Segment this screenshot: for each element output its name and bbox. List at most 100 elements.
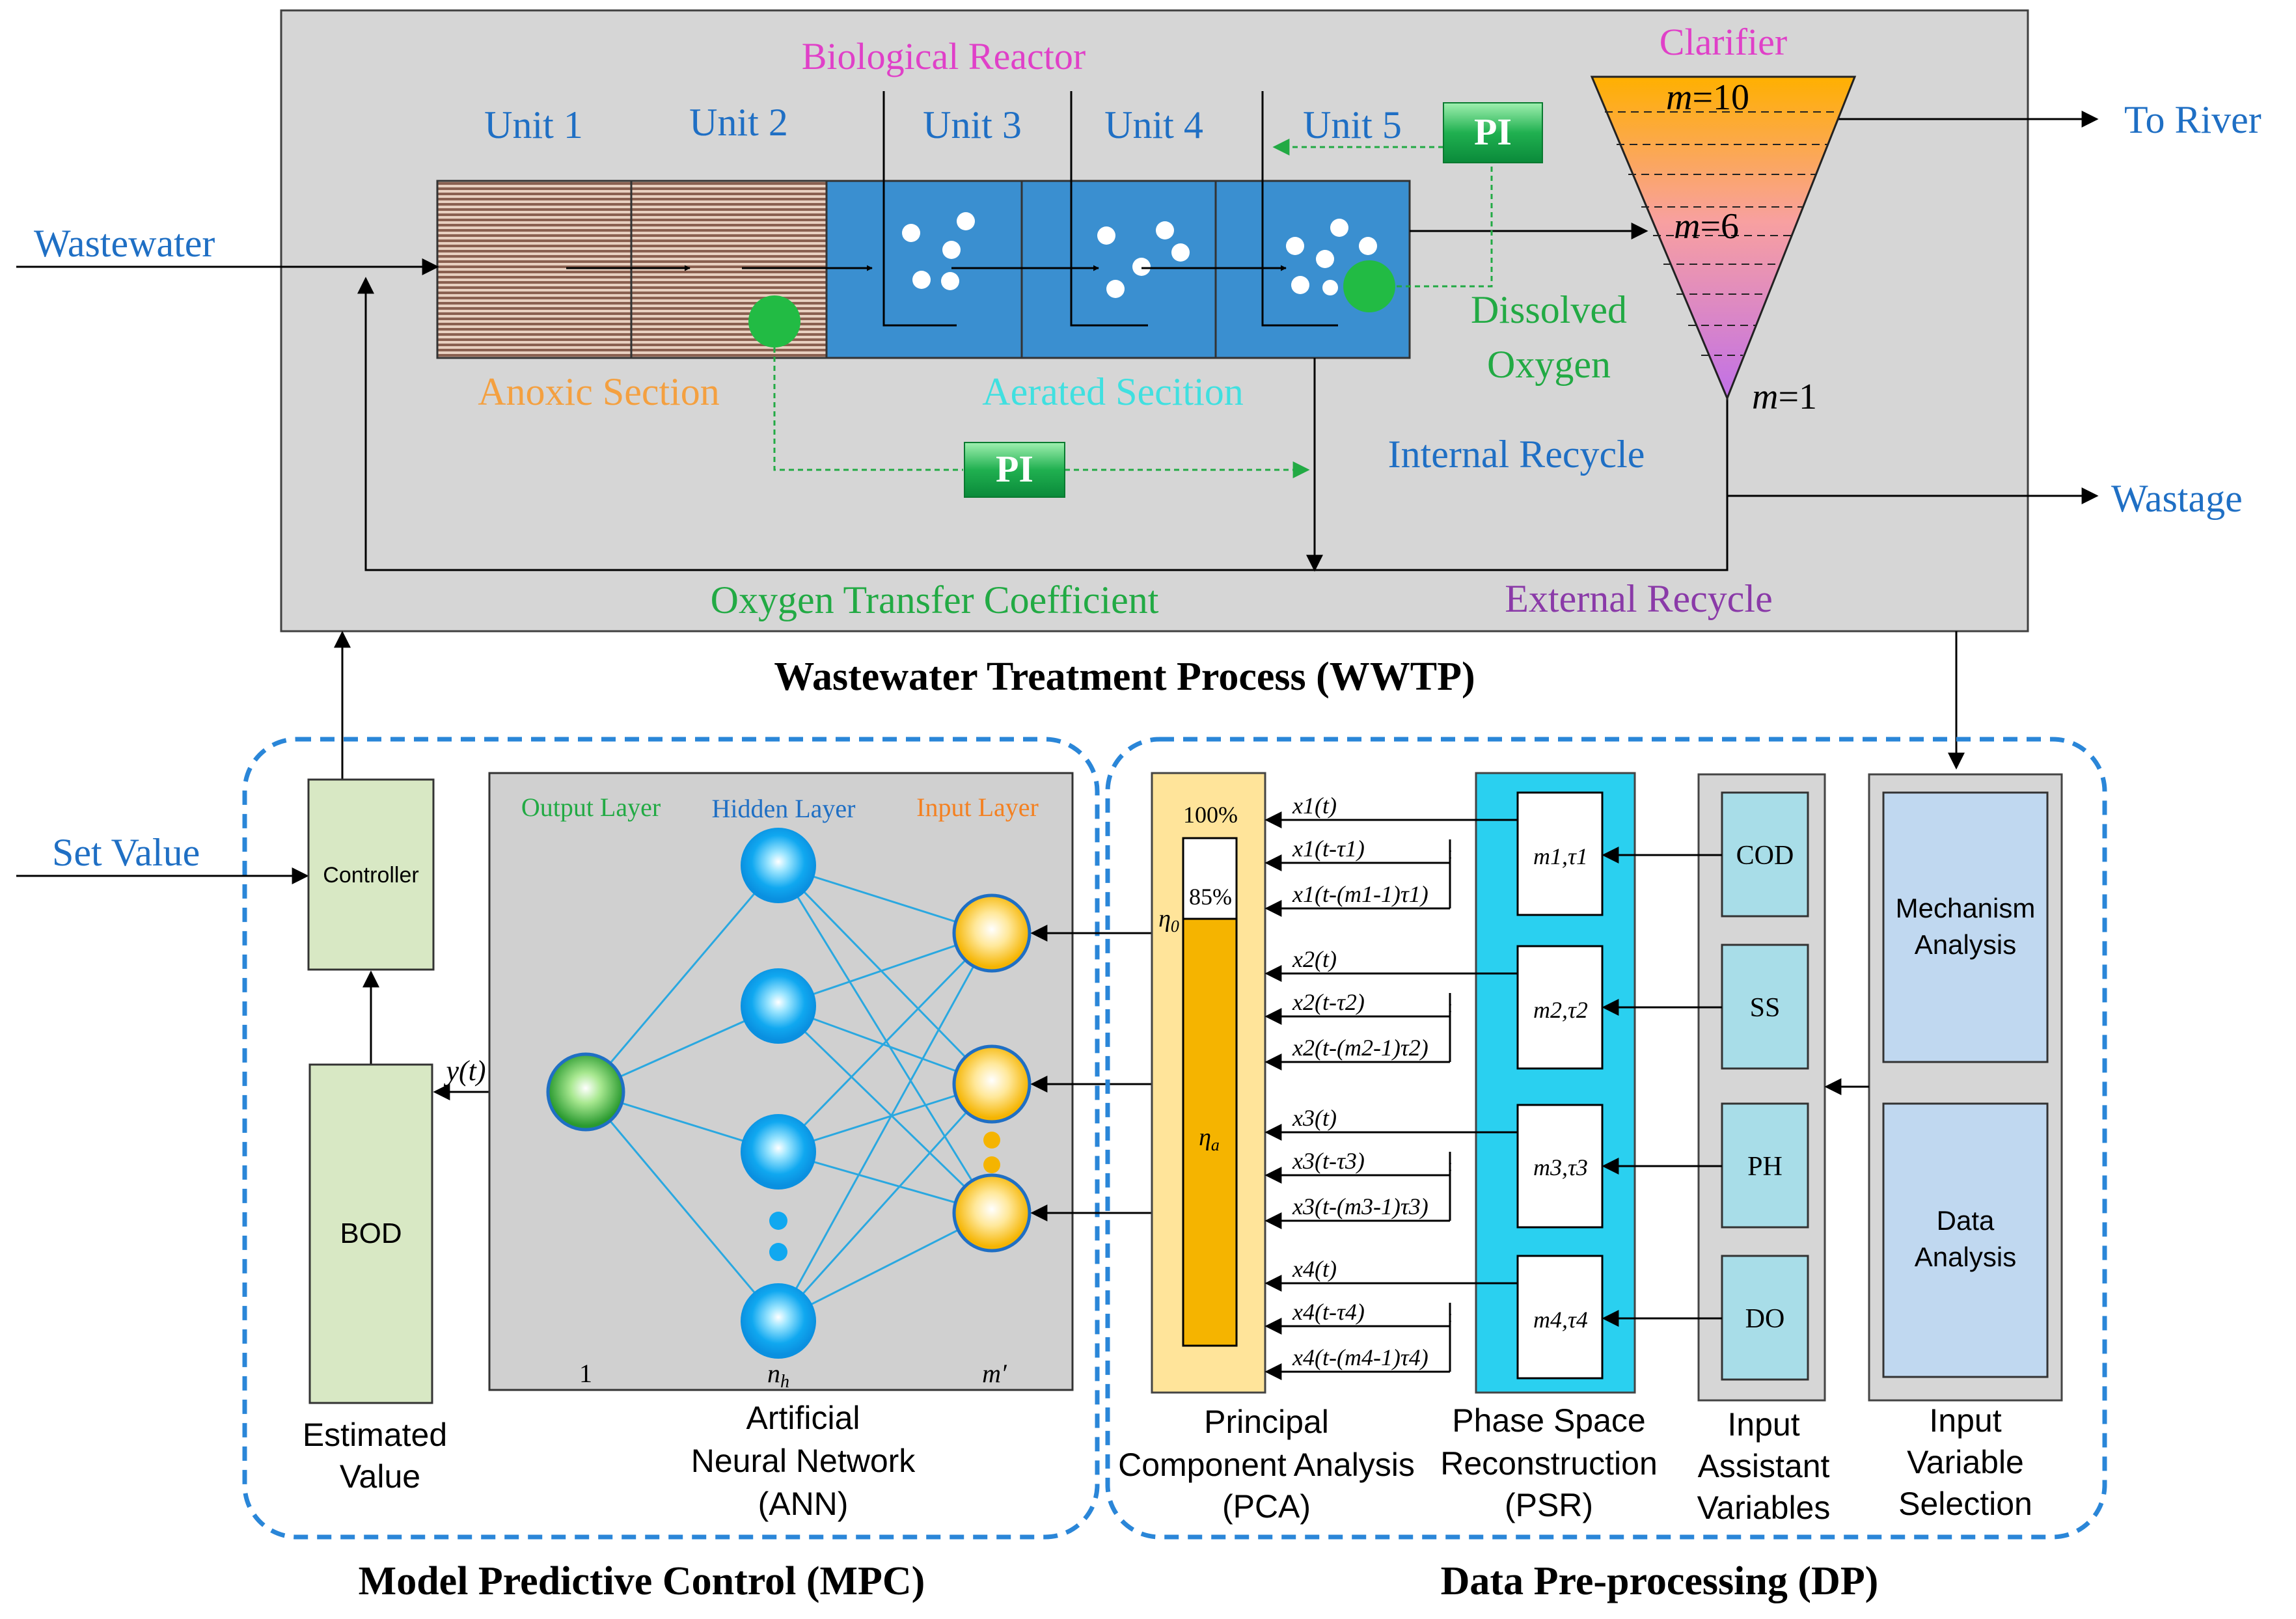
ph-label: PH: [1747, 1152, 1783, 1182]
controller-label: Controller: [323, 863, 418, 888]
clarifier-label: Clarifier: [1660, 21, 1787, 63]
psr-cell-4: [1516, 1255, 1604, 1380]
mpc-panel: [242, 737, 1100, 1540]
hidden-neuron-2: [741, 968, 816, 1044]
ann-label-3: (ANN): [758, 1486, 849, 1522]
psr-label-3: (PSR): [1505, 1487, 1593, 1523]
ivs-label-2: Variable: [1907, 1444, 2024, 1480]
ss-box: [1721, 944, 1809, 1070]
pca-label-3: (PCA): [1222, 1488, 1311, 1525]
psr-label-2: Reconstruction: [1440, 1445, 1658, 1482]
psr-label-cell-2: m2,τ2: [1533, 997, 1588, 1023]
hidden-neuron-n: [741, 1283, 816, 1359]
pi-lower-label: PI: [996, 448, 1033, 490]
input-neuron-2: [952, 1044, 1032, 1124]
pca-etaa-label: ηa: [1199, 1124, 1220, 1154]
mpc-title: Model Predictive Control (MPC): [359, 1559, 925, 1603]
series-label: x2(t): [1292, 946, 1337, 972]
do-sensor-unit5: [1343, 260, 1395, 312]
set-value-label: Set Value: [52, 831, 200, 874]
pi-controller-upper: [1443, 102, 1543, 163]
iav-label-2: Assistant: [1698, 1448, 1830, 1484]
aerated-label: Aerated Secition: [982, 370, 1244, 413]
iav-label-1: Input: [1727, 1406, 1799, 1443]
series-label: x4(t-τ4): [1292, 1299, 1365, 1325]
controller-box: [307, 778, 435, 971]
series-label: x2(t-τ2): [1292, 989, 1365, 1015]
wwtp-title: Wastewater Treatment Process (WWTP): [774, 655, 1475, 699]
cod-box: [1721, 791, 1809, 918]
pca-100-label: 100%: [1183, 802, 1238, 828]
value-label: Value: [340, 1458, 420, 1495]
psr-cell-3: [1516, 1104, 1604, 1229]
pca-label-2: Component Analysis: [1118, 1447, 1415, 1483]
data-label-1: Data: [1937, 1205, 1995, 1236]
pi-controller-lower: [964, 442, 1065, 498]
bod-box: [308, 1063, 433, 1404]
unit-1-label: Unit 1: [484, 103, 583, 146]
series-label: x4(t): [1292, 1256, 1337, 1282]
data-label-2: Analysis: [1915, 1242, 2016, 1272]
ss-label: SS: [1750, 993, 1781, 1023]
output-layer-label: Output Layer: [521, 793, 661, 822]
pca-eta-bar: [1182, 918, 1238, 1347]
series-label: x3(t-τ3): [1292, 1148, 1365, 1174]
unit-2-label: Unit 2: [689, 101, 788, 144]
hidden-layer-label: Hidden Layer: [711, 794, 855, 823]
input-layer-label: Input Layer: [916, 793, 1039, 822]
input-neuron-1: [952, 893, 1032, 973]
do-box: [1721, 1255, 1809, 1381]
series-label: x1(t-(m1-1)τ1): [1292, 881, 1428, 907]
data-analysis-box: [1882, 1102, 2049, 1378]
clarifier-m10: m=10: [1666, 77, 1749, 118]
bio-reactor-label: Biological Reactor: [802, 35, 1086, 77]
dp-title: Data Pre-processing (DP): [1441, 1559, 1879, 1603]
to-river-label: To River: [2124, 98, 2262, 141]
layer-1-index: 1: [579, 1359, 592, 1388]
clarifier-cone: [1590, 75, 1857, 401]
psr-label-1: Phase Space: [1452, 1402, 1645, 1439]
input-neuron-m: [952, 1173, 1032, 1253]
unit-3-label: Unit 3: [923, 103, 1022, 146]
aeration-bubbles: [902, 212, 1377, 298]
mechanism-box: [1882, 791, 2049, 1063]
iav-label-3: Variables: [1697, 1490, 1831, 1526]
clarifier-m6: m=6: [1674, 206, 1739, 247]
pca-eta0-label: η0: [1158, 905, 1179, 936]
hidden-neuron-1: [741, 828, 816, 903]
ann-label-2: Neural Network: [691, 1443, 916, 1479]
layer-nh-index: nh: [767, 1359, 789, 1392]
yt-label: y(t): [443, 1055, 485, 1087]
bod-label: BOD: [340, 1218, 402, 1249]
psr-label-cell-3: m3,τ3: [1533, 1154, 1588, 1180]
unit-5-label: Unit 5: [1303, 103, 1402, 146]
psr-series-arrows: :x1(t)x1(t-τ1)x1(t-(m1-1)τ1):x2(t)x2(t-τ…: [1264, 793, 1518, 1380]
unit-4-label: Unit 4: [1104, 103, 1203, 146]
pi-upper-label: PI: [1474, 111, 1512, 153]
psr-label-cell-4: m4,τ4: [1533, 1307, 1588, 1333]
pca-85-label: 85%: [1189, 884, 1232, 910]
series-ellipsis: :: [1447, 1305, 1453, 1327]
do-label: DO: [1745, 1304, 1785, 1334]
do-sensor-unit2: [748, 295, 800, 347]
dissolved-label: Dissolved: [1471, 288, 1627, 331]
wastewater-label: Wastewater: [34, 222, 215, 265]
psr-label-cell-1: m1,τ1: [1533, 843, 1588, 869]
clarifier-m1: m=1: [1752, 377, 1817, 417]
anoxic-label: Anoxic Section: [478, 370, 720, 413]
oxygen-label: Oxygen: [1487, 343, 1611, 386]
ivs-label-1: Input: [1929, 1402, 2001, 1439]
output-neuron: [546, 1052, 625, 1132]
external-recycle-label: External Recycle: [1505, 577, 1772, 620]
unit-3-box: [825, 180, 1023, 359]
dp-panel: [1105, 737, 2107, 1540]
series-label: x3(t): [1292, 1105, 1337, 1131]
series-label: x4(t-(m4-1)τ4): [1292, 1344, 1428, 1370]
ivs-label-3: Selection: [1898, 1486, 2032, 1522]
series-label: x2(t-(m2-1)τ2): [1292, 1035, 1428, 1061]
otc-label: Oxygen Transfer Coefficient: [711, 578, 1159, 621]
internal-recycle-label: Internal Recycle: [1388, 433, 1645, 476]
mechanism-label-2: Analysis: [1915, 929, 2016, 960]
series-ellipsis: :: [1447, 996, 1453, 1017]
